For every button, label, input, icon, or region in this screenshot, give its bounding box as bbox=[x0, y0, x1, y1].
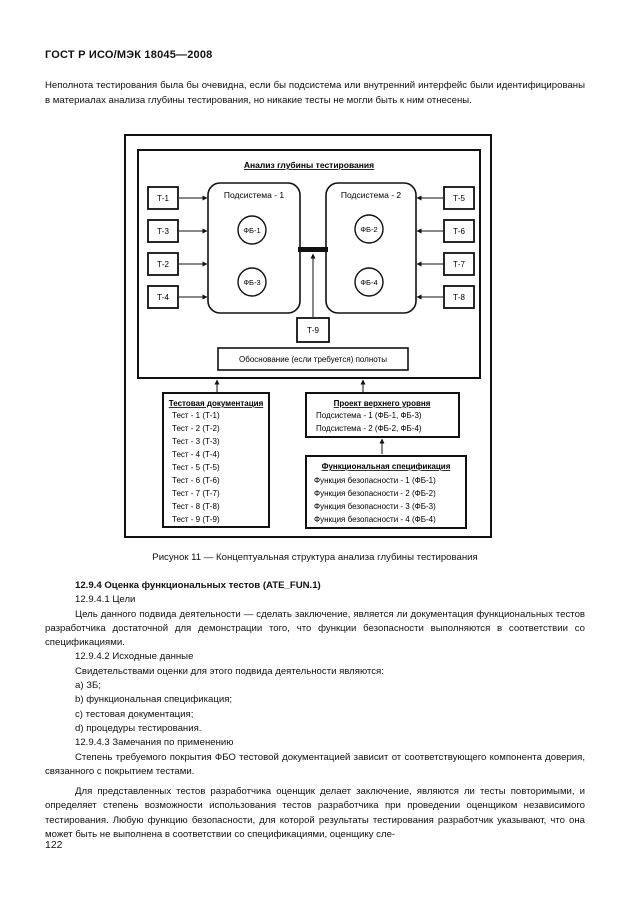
design-title: Проект верхнего уровня bbox=[334, 399, 431, 408]
fb-1-node bbox=[237, 215, 267, 245]
design-item: Подсистема - 2 (ФБ-2, ФБ-4) bbox=[316, 424, 422, 433]
subsystem-2-label: Подсистема - 2 bbox=[341, 190, 402, 200]
spec-item: Функция безопасности - 2 (ФБ-2) bbox=[314, 489, 436, 498]
interface-bar bbox=[298, 247, 328, 252]
design-item: Подсистема - 1 (ФБ-1, ФБ-3) bbox=[316, 411, 422, 420]
figure-caption: Рисунок 11 — Концептуальная структура ан… bbox=[152, 552, 478, 563]
spec-box bbox=[305, 455, 467, 529]
test-doc-title: Тестовая документация bbox=[169, 399, 264, 408]
fb-4-label: ФБ-4 bbox=[360, 278, 377, 287]
subsection-2-title: 12.9.4.2 Исходные данные bbox=[75, 651, 194, 663]
test-box-t8 bbox=[443, 285, 475, 309]
test-doc-item: Тест - 1 (Т-1) bbox=[172, 411, 220, 420]
figure-diagram: Анализ глубины тестирования Подсистема -… bbox=[137, 149, 481, 529]
fb-4-node bbox=[354, 267, 384, 297]
justification-box bbox=[217, 347, 409, 371]
test-label-t2: Т-2 bbox=[157, 260, 170, 269]
test-label-t1: Т-1 bbox=[157, 194, 170, 203]
test-doc-item: Тест - 7 (Т-7) bbox=[172, 489, 220, 498]
subsection-1-text: Цель данного подвида деятельности — сдел… bbox=[45, 608, 585, 649]
analysis-title: Анализ глубины тестирования bbox=[244, 160, 374, 170]
test-label-t8: Т-8 bbox=[453, 293, 466, 302]
test-doc-item: Тест - 8 (Т-8) bbox=[172, 502, 220, 511]
fb-2-node bbox=[354, 214, 384, 244]
test-doc-box bbox=[162, 392, 270, 528]
test-doc-item: Тест - 6 (Т-6) bbox=[172, 476, 220, 485]
design-box bbox=[305, 392, 460, 438]
intro-paragraph: Неполнота тестирования была бы очевидна,… bbox=[45, 80, 585, 106]
test-doc-item: Тест - 2 (Т-2) bbox=[172, 424, 220, 433]
test-doc-item: Тест - 3 (Т-3) bbox=[172, 437, 220, 446]
test-box-t1 bbox=[147, 186, 179, 210]
test-box-t2 bbox=[147, 252, 179, 276]
test-label-t4: Т-4 bbox=[157, 293, 170, 302]
subsection-1-title: 12.9.4.1 Цели bbox=[75, 594, 136, 606]
list-item: b) функциональная спецификация; bbox=[75, 694, 233, 706]
fb-1-label: ФБ-1 bbox=[243, 226, 260, 235]
list-item: c) тестовая документация; bbox=[75, 708, 194, 720]
figure-frame: Анализ глубины тестирования Подсистема -… bbox=[124, 134, 492, 538]
test-label-t3: Т-3 bbox=[157, 227, 170, 236]
section-title: 12.9.4 Оценка функциональных тестов (ATE… bbox=[75, 580, 321, 591]
fb-3-label: ФБ-3 bbox=[243, 278, 260, 287]
test-box-t5 bbox=[443, 186, 475, 210]
test-doc-list: Тест - 1 (Т-1) Тест - 2 (Т-2) Тест - 3 (… bbox=[172, 411, 220, 524]
test-label-t7: Т-7 bbox=[453, 260, 466, 269]
test-box-t9 bbox=[296, 317, 330, 343]
list-item: a) ЗБ; bbox=[75, 680, 101, 692]
analysis-box bbox=[137, 149, 481, 379]
subsection-3-text-2: Для представленных тестов разработчика о… bbox=[45, 786, 585, 841]
section-body: 12.9.4 Оценка функциональных тестов (ATE… bbox=[45, 579, 585, 842]
spec-item: Функция безопасности - 1 (ФБ-1) bbox=[314, 476, 436, 485]
list-item: d) процедуры тестирования. bbox=[75, 722, 202, 734]
test-box-t6 bbox=[443, 219, 475, 243]
justification-label: Обоснование (если требуется) полноты bbox=[239, 355, 387, 364]
test-box-t3 bbox=[147, 219, 179, 243]
test-box-t7 bbox=[443, 252, 475, 276]
subsystem-2-box bbox=[325, 182, 417, 314]
test-doc-item: Тест - 4 (Т-4) bbox=[172, 450, 220, 459]
subsection-3-text-1: Степень требуемого покрытия ФБО тестовой… bbox=[45, 751, 585, 777]
subsystem-1-box bbox=[207, 182, 301, 314]
subsection-3-title: 12.9.4.3 Замечания по применению bbox=[75, 737, 234, 749]
test-label-t9: Т-9 bbox=[307, 326, 320, 335]
spec-item: Функция безопасности - 3 (ФБ-3) bbox=[314, 502, 436, 511]
document-header: ГОСТ Р ИСО/МЭК 18045—2008 bbox=[45, 49, 213, 61]
test-doc-item: Тест - 5 (Т-5) bbox=[172, 463, 220, 472]
spec-item: Функция безопасности - 4 (ФБ-4) bbox=[314, 515, 436, 524]
page-number: 122 bbox=[45, 839, 63, 851]
test-label-t6: Т-6 bbox=[453, 227, 466, 236]
subsection-2-text: Свидетельствами оценки для этого подвида… bbox=[75, 665, 384, 677]
fb-2-label: ФБ-2 bbox=[360, 225, 377, 234]
test-box-t4 bbox=[147, 285, 179, 309]
subsystem-1-label: Подсистема - 1 bbox=[224, 190, 285, 200]
test-doc-item: Тест - 9 (Т-9) bbox=[172, 515, 220, 524]
spec-title: Функциональная спецификация bbox=[322, 462, 451, 471]
fb-3-node bbox=[237, 267, 267, 297]
test-label-t5: Т-5 bbox=[453, 194, 466, 203]
